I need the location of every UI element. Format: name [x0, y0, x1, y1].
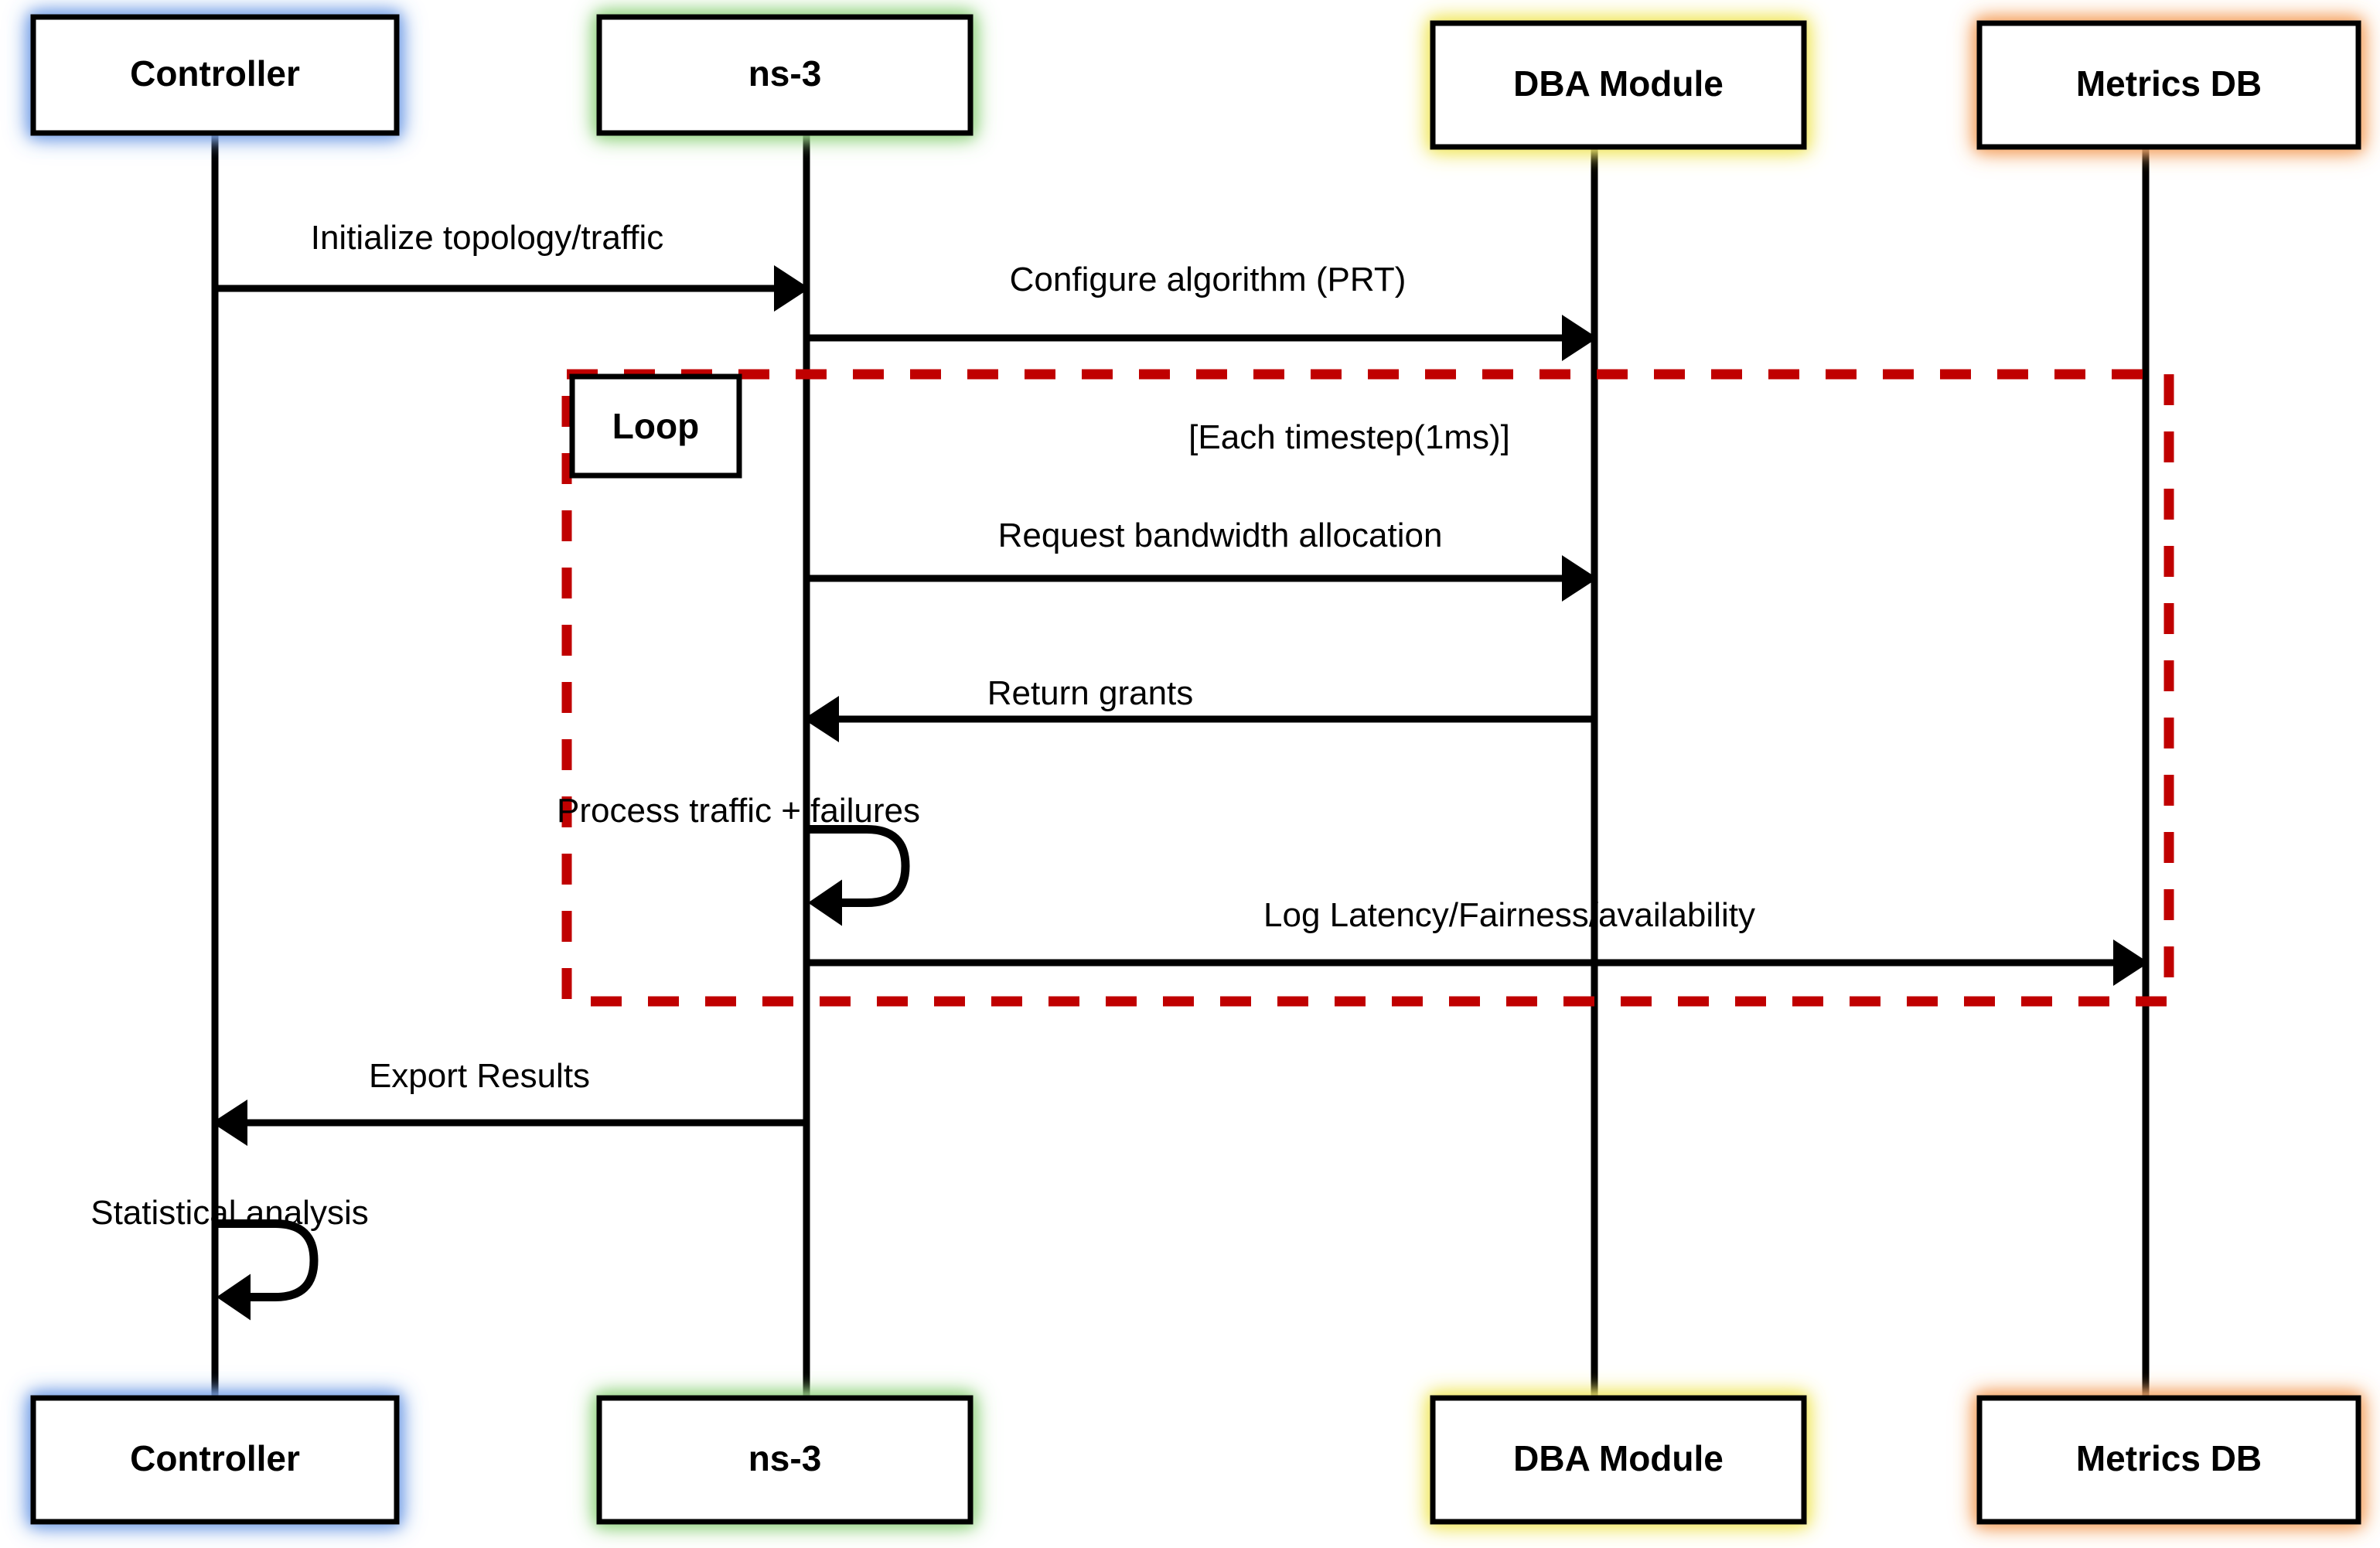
participant-box[interactable] [1976, 1395, 2361, 1525]
lifelines-layer [211, 133, 2150, 1398]
message-label: Statistical analysis [90, 1194, 368, 1232]
participant-box[interactable] [30, 1395, 400, 1525]
message-label: Request bandwidth allocation [998, 517, 1443, 554]
participant-metrics-bottom[interactable]: Metrics DB [1976, 1395, 2361, 1525]
arrow-head-icon [808, 879, 842, 926]
message-export-results: Export Results [212, 1057, 806, 1146]
self-loop-path [806, 825, 910, 907]
arrow-head-icon [2113, 939, 2149, 986]
loop-label-box [569, 373, 742, 479]
participant-box[interactable] [1976, 20, 2361, 150]
participant-box[interactable] [596, 14, 973, 136]
participant-label: ns-3 [748, 53, 822, 94]
message-initialize: Initialize topology/traffic [215, 219, 810, 312]
message-label: Log Latency/Fairness/availability [1263, 896, 1755, 934]
participant-controller-top[interactable]: Controller [30, 14, 400, 136]
loop-fragment-layer: Loop [Each timestep(1ms)] [561, 369, 2174, 1007]
self-loop-path [215, 1219, 319, 1301]
participant-ns3-bottom[interactable]: ns-3 [596, 1395, 973, 1525]
loop-label-text: Loop [612, 406, 699, 446]
participant-label: Metrics DB [2076, 63, 2262, 104]
loop-fragment-border [561, 369, 2174, 1007]
message-label: Process traffic + failures [557, 792, 920, 830]
message-label: Return grants [987, 674, 1194, 712]
message-log-metrics: Log Latency/Fairness/availability [806, 896, 2149, 986]
participant-metrics-top[interactable]: Metrics DB [1976, 20, 2361, 150]
participant-label: Metrics DB [2076, 1438, 2262, 1478]
message-request-bandwidth: Request bandwidth allocation [806, 517, 1597, 602]
participant-label: Controller [130, 1438, 300, 1478]
participant-label: DBA Module [1513, 1438, 1724, 1478]
message-process-traffic: Process traffic + failures [557, 792, 920, 926]
participant-label: ns-3 [748, 1438, 822, 1478]
message-label: Initialize topology/traffic [311, 219, 664, 257]
message-label: Configure algorithm (PRT) [1010, 261, 1407, 298]
participant-box[interactable] [596, 1395, 973, 1525]
loop-guard-label: [Each timestep(1ms)] [1188, 418, 1510, 456]
participant-box[interactable] [1430, 1395, 1807, 1525]
message-label: Export Results [369, 1057, 590, 1095]
arrow-head-icon [217, 1274, 251, 1321]
participant-controller-bottom[interactable]: Controller [30, 1395, 400, 1525]
participant-label: Controller [130, 53, 300, 94]
participant-dba-bottom[interactable]: DBA Module [1430, 1395, 1807, 1525]
participant-dba-top[interactable]: DBA Module [1430, 20, 1807, 150]
arrow-head-icon [1562, 555, 1597, 602]
arrow-head-icon [1562, 315, 1597, 361]
participant-label: DBA Module [1513, 63, 1724, 104]
participant-box[interactable] [30, 14, 400, 136]
arrow-head-icon [774, 265, 810, 312]
message-return-grants: Return grants [803, 674, 1594, 742]
arrow-head-icon [803, 696, 839, 742]
message-configure: Configure algorithm (PRT) [806, 261, 1597, 361]
message-statistical-analysis: Statistical analysis [90, 1194, 369, 1321]
participant-ns3-top[interactable]: ns-3 [596, 14, 973, 136]
arrow-head-icon [212, 1100, 247, 1146]
participant-box[interactable] [1430, 20, 1807, 150]
